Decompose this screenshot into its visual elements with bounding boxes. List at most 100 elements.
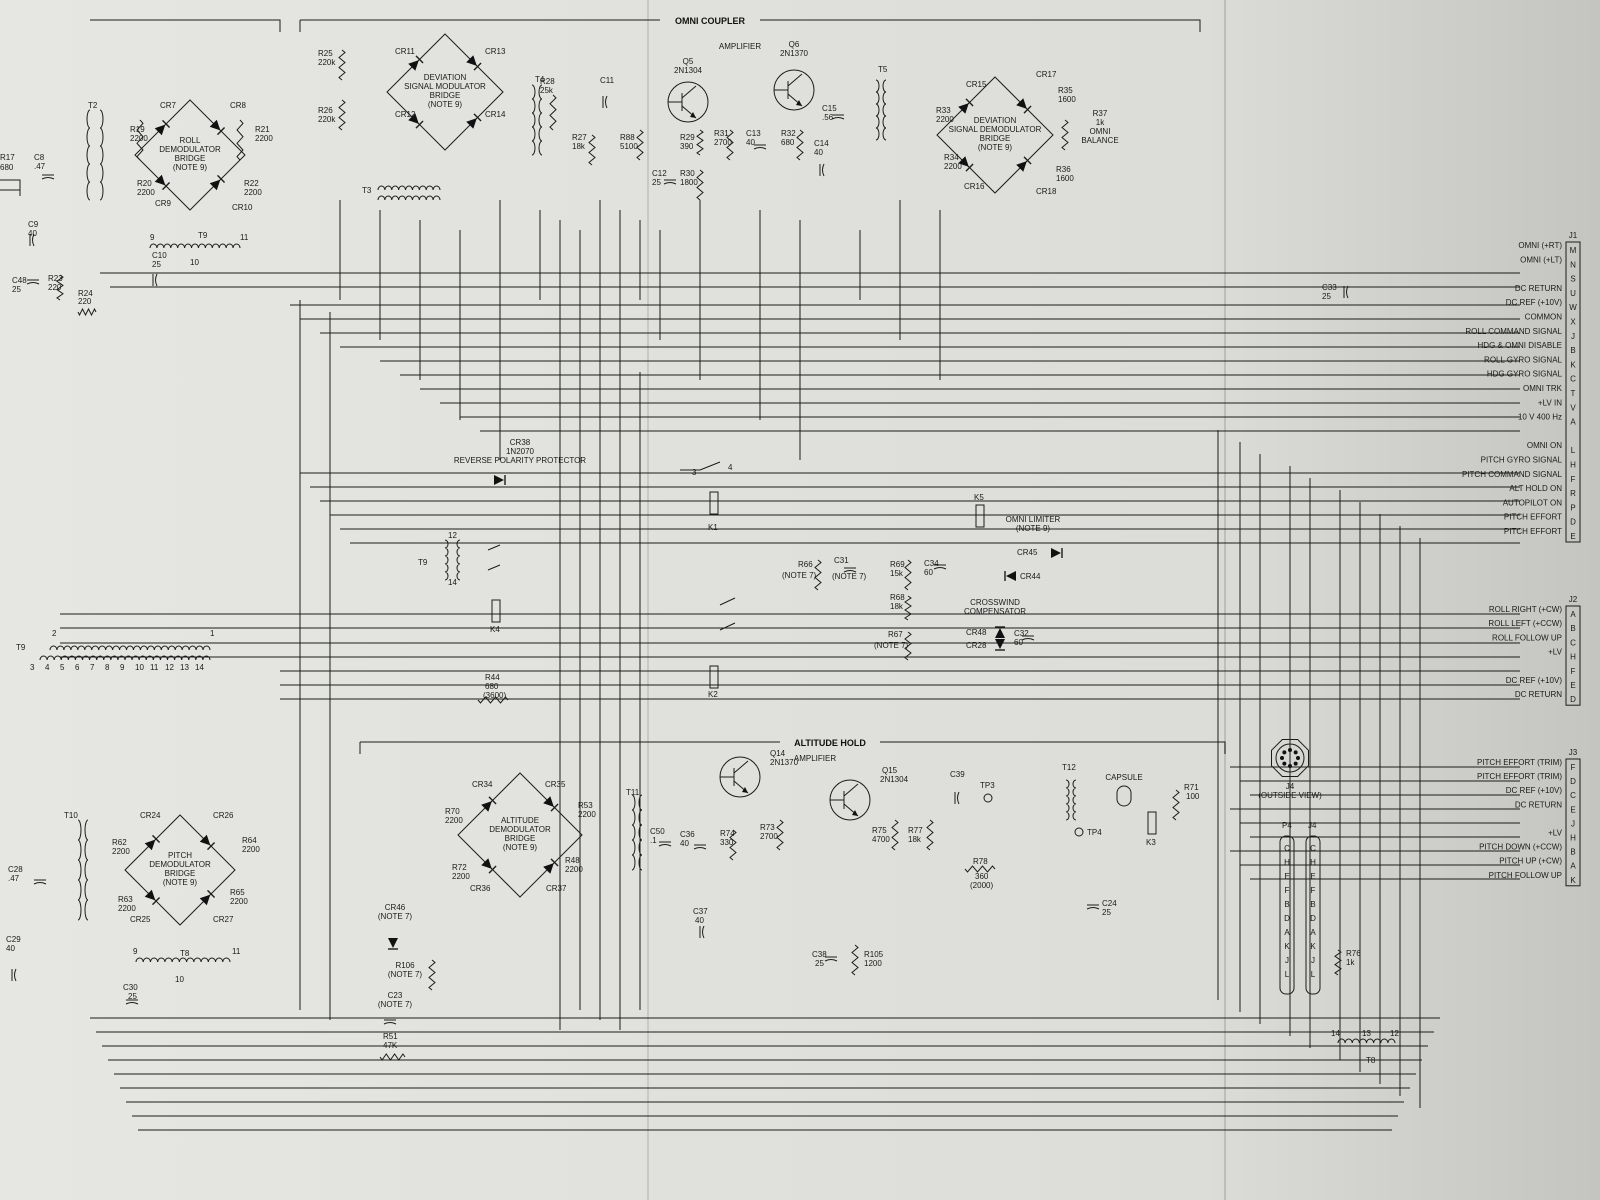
- connector-j2-signal-label: +LV: [1548, 648, 1563, 657]
- connector-j1-signal-label: ALT HOLD ON: [1509, 484, 1562, 493]
- label: K4: [490, 625, 500, 634]
- connector-j2-pin-letter: E: [1570, 681, 1575, 690]
- diode: [995, 626, 1005, 638]
- diode-body: [995, 639, 1005, 649]
- label: CR18: [1036, 187, 1057, 196]
- capacitor: [1021, 635, 1035, 641]
- diode-label: (NOTE 7): [378, 912, 413, 921]
- label: R88: [620, 133, 635, 142]
- diode-label: 1N2070: [506, 447, 535, 456]
- diode-body: [1016, 98, 1027, 109]
- capacitor-label: C23: [388, 991, 403, 1000]
- label: T3: [362, 186, 372, 195]
- diode: [144, 834, 161, 851]
- label: 2200: [244, 188, 262, 197]
- label: R20: [137, 179, 152, 188]
- capacitor: [29, 233, 35, 247]
- j4-caption: J4: [1286, 782, 1295, 791]
- label: J4: [1308, 821, 1317, 830]
- label: R27: [572, 133, 587, 142]
- connector-j3-pin-letter: E: [1570, 805, 1575, 814]
- connector-j2-pin-letter: C: [1570, 638, 1576, 647]
- label: 360: [975, 872, 989, 881]
- label: 2200: [944, 162, 962, 171]
- j4-pin: [1288, 748, 1292, 752]
- connector-j3-pin-letter: J: [1571, 819, 1575, 828]
- connector-j1-pin-letter: W: [1569, 303, 1577, 312]
- resistor: [1061, 119, 1069, 151]
- connector-j1-signal-label: PITCH GYRO SIGNAL: [1481, 456, 1563, 465]
- label: C9: [28, 220, 39, 229]
- label: C38: [812, 950, 827, 959]
- label: CR35: [545, 780, 566, 789]
- label: R26: [318, 106, 333, 115]
- label: CR11: [395, 47, 415, 56]
- label: R31: [714, 129, 729, 138]
- label: 40: [680, 839, 689, 848]
- connector-j2-signal-label: DC REF (+10V): [1506, 676, 1563, 685]
- label: R68: [890, 593, 905, 602]
- label: C29: [6, 935, 21, 944]
- transistor-leads: [830, 783, 859, 817]
- label: R73: [760, 823, 775, 832]
- j4-pin-label: E: [1310, 872, 1315, 881]
- tap-label: 4: [45, 663, 50, 672]
- label: 18k: [890, 602, 904, 611]
- label: 13: [1362, 1029, 1371, 1038]
- label: R19: [130, 125, 145, 134]
- resistor: [851, 944, 859, 976]
- diode-body: [388, 938, 398, 948]
- section-label: CAPSULE: [1105, 773, 1142, 782]
- section-label: COMPENSATOR: [964, 607, 1026, 616]
- j4-pin-label: L: [1311, 970, 1316, 979]
- label: 4700: [872, 835, 890, 844]
- resistor: [338, 99, 346, 131]
- j4-pin-label: K: [1310, 942, 1316, 951]
- label: 680: [485, 682, 499, 691]
- capacitor: [125, 999, 139, 1005]
- test-point-tp4: [1074, 827, 1084, 837]
- relay-k5-coil: [975, 504, 985, 528]
- label: 2200: [242, 845, 260, 854]
- capacitor: [954, 791, 960, 805]
- diode-bar: [488, 865, 497, 874]
- connector-j1-pin-letter: E: [1570, 532, 1575, 541]
- label: 2200: [565, 865, 583, 874]
- label: T4: [535, 75, 545, 84]
- label: 14: [448, 578, 457, 587]
- label: CR34: [472, 780, 493, 789]
- label: CR10: [232, 203, 253, 212]
- label: CR48: [966, 628, 987, 637]
- transformer-t10: [77, 819, 89, 921]
- bridge-outline: [936, 76, 1054, 194]
- label: 2200: [445, 816, 463, 825]
- connector-j2-signal-label: ROLL FOLLOW UP: [1492, 633, 1562, 642]
- label: 220: [78, 297, 92, 306]
- p4-pin-label: F: [1285, 886, 1290, 895]
- diode-bar: [162, 119, 171, 128]
- connector-j3-signal-label: PITCH EFFORT (TRIM): [1477, 758, 1562, 767]
- label: 2200: [112, 847, 130, 856]
- diode-bar: [965, 163, 974, 172]
- diode-body: [1016, 161, 1027, 172]
- label: .56: [822, 113, 834, 122]
- label: C11: [600, 76, 615, 85]
- j4-pin-label: F: [1311, 886, 1316, 895]
- label: 9: [133, 947, 138, 956]
- p4-pin-label: K: [1284, 942, 1290, 951]
- tap-label: 3: [30, 663, 35, 672]
- p4-pin-label: A: [1284, 928, 1290, 937]
- connector-j2-pin-letter: F: [1571, 667, 1576, 676]
- label: 25: [128, 992, 137, 1001]
- resistor: [338, 49, 346, 81]
- capacitor: [33, 879, 47, 885]
- label: R48: [565, 856, 580, 865]
- connector-j1-signal-label: PITCH EFFORT: [1504, 527, 1562, 536]
- label: (3600): [483, 691, 506, 700]
- section-title: ALTITUDE HOLD: [794, 738, 866, 748]
- label: (NOTE 7): [782, 571, 817, 580]
- label: R28: [540, 77, 555, 86]
- label: R22: [244, 179, 259, 188]
